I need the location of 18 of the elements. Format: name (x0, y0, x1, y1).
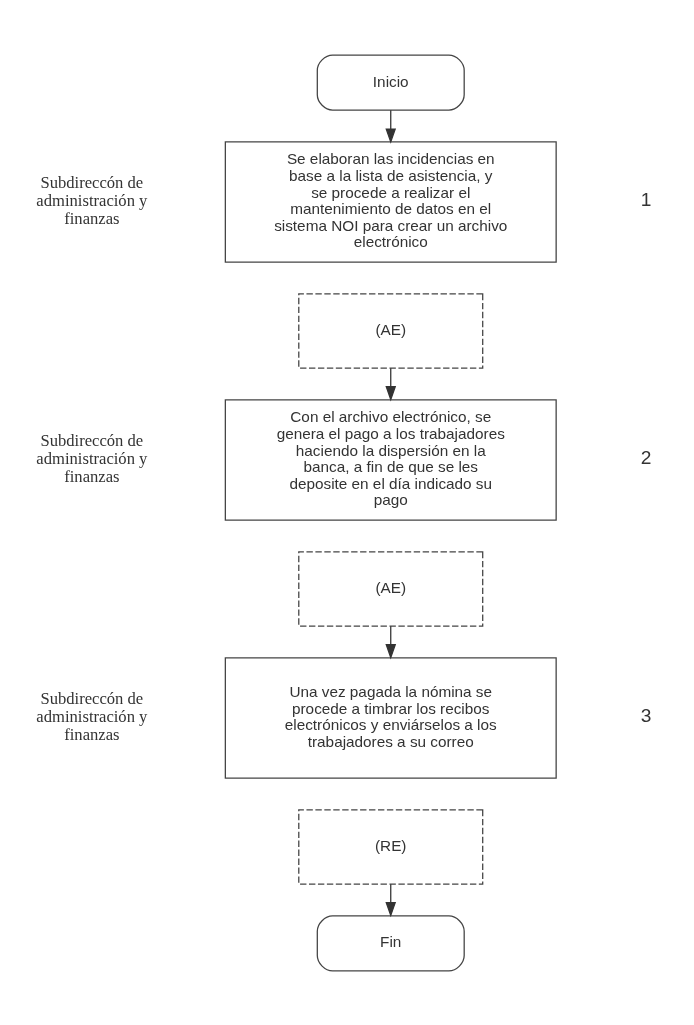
label: Subdireccón de administración y finanzas (36, 172, 148, 228)
label: 2 (640, 446, 652, 468)
arrow (385, 883, 397, 917)
node-box: (AE) (298, 292, 484, 369)
node-box: Se elaboran las incidencias en base a la lista de asistencia, y se procede a realizar el mantenimiento de datos en el sistema NOI para crear un archivo electrónico (224, 140, 557, 263)
label: Subdireccón de administración y finanzas (36, 688, 148, 744)
arrow (385, 625, 397, 659)
arrow (385, 367, 397, 401)
node-box: Una vez pagada la nómina se procede a timbrar los recibos electrónicos y enviárselos a los trabajadores a su correo (224, 656, 557, 779)
label: 3 (640, 704, 652, 726)
node-box: Inicio (316, 53, 465, 111)
node-box: (AE) (298, 550, 484, 627)
label: 1 (640, 188, 652, 210)
arrow (385, 109, 397, 144)
label: Subdireccón de administración y finanzas (36, 430, 148, 486)
node-box: Fin (316, 914, 465, 972)
node-box: (RE) (298, 808, 484, 885)
node-box: Con el archivo electrónico, se genera el pago a los trabajadores haciendo la dispersión en la banca, a fin de que se les deposite en el día indicado su pago (224, 398, 557, 521)
